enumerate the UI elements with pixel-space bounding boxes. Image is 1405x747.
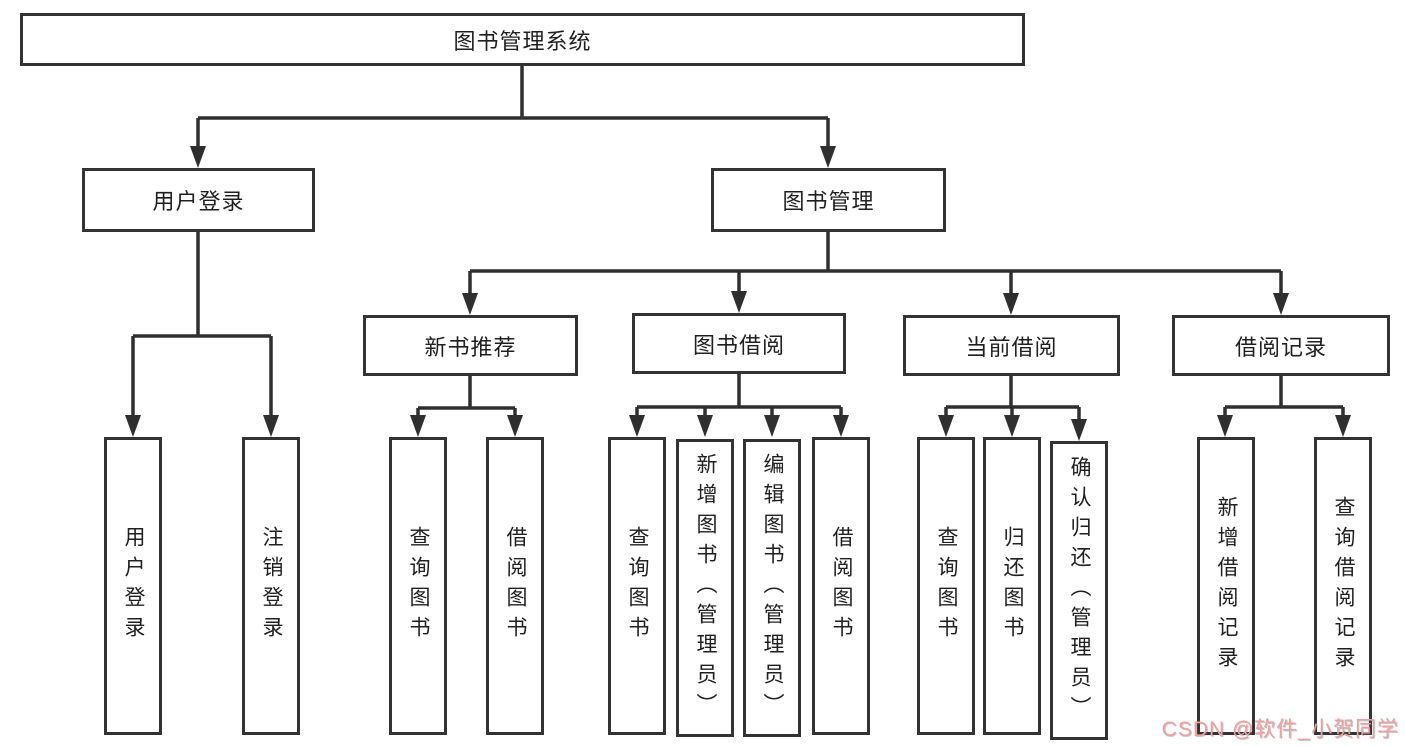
leaf-borrow-books-recommend: 借阅图书 [486,437,544,735]
leaf-confirm-return-admin: 确认归还（管理员） [1050,441,1108,740]
leaf-edit-book-admin: 编辑图书（管理员） [743,439,801,737]
node-label: 图书管理 [782,189,875,214]
leaf-query-borrow-record: 查询借阅记录 [1314,437,1372,735]
arrowheads [125,146,1351,441]
node-book-borrowing: 图书借阅 [632,313,846,374]
node-label: 借阅记录 [1234,334,1327,360]
leaf-query-books-current: 查询图书 [917,437,975,735]
node-borrowing-records: 借阅记录 [1172,315,1390,376]
leaf-query-books-recommend: 查询图书 [389,437,447,735]
node-label: 新书推荐 [424,334,517,360]
leaf-add-borrow-record: 新增借阅记录 [1197,437,1255,735]
leaf-return-book: 归还图书 [983,437,1041,735]
leaf-label: 归还图书 [1001,526,1024,646]
node-library-management-system: 图书管理系统 [20,13,1025,66]
leaf-label: 新增图书（管理员） [694,453,717,723]
node-label: 图书管理系统 [453,28,592,54]
leaf-label: 借阅图书 [504,526,527,646]
leaf-label: 确认归还（管理员） [1068,455,1091,726]
node-label: 用户登录 [152,189,245,214]
node-label: 当前借阅 [965,334,1058,360]
leaf-add-book-admin: 新增图书（管理员） [676,439,734,737]
node-user-login: 用户登录 [82,168,315,232]
leaf-borrow-books-borrowing: 借阅图书 [812,437,870,735]
leaf-label: 注销登录 [260,526,283,646]
leaf-label: 编辑图书（管理员） [761,453,784,723]
leaf-label: 查询图书 [407,526,430,646]
node-book-management: 图书管理 [711,168,946,232]
node-new-book-recommendation: 新书推荐 [363,315,578,376]
leaf-query-books-borrowing: 查询图书 [608,437,666,735]
leaf-user-login: 用户登录 [104,437,162,735]
leaf-label: 新增借阅记录 [1215,496,1238,676]
node-current-borrowing: 当前借阅 [903,315,1120,376]
leaf-logout: 注销登录 [242,437,300,735]
leaf-label: 查询图书 [935,526,958,646]
csdn-watermark: CSDN @软件_小贺同学 [1161,718,1399,741]
leaf-label: 查询借阅记录 [1332,496,1355,676]
node-label: 图书借阅 [692,332,785,358]
leaf-label: 用户登录 [122,526,145,646]
leaf-label: 借阅图书 [830,526,853,646]
leaf-label: 查询图书 [626,526,649,646]
